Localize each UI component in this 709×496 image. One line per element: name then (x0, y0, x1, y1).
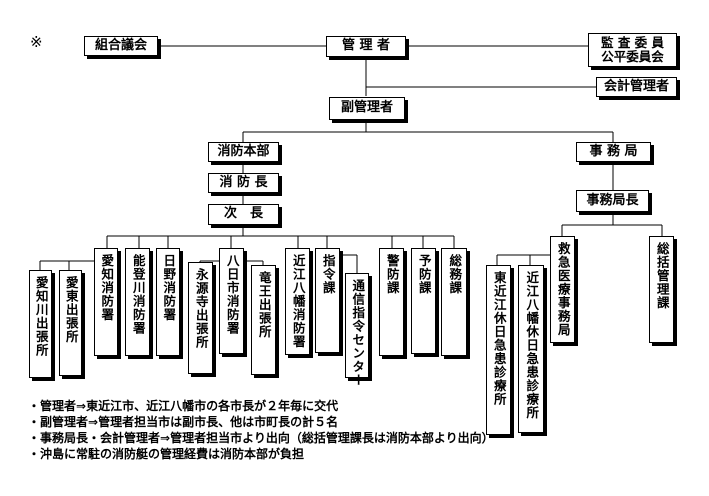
unit-general-affairs-section: 総務課 (441, 248, 467, 356)
unit-defense-section: 警防課 (379, 248, 404, 356)
unit-aichigawa-branch: 愛知川出張所 (29, 270, 52, 378)
notes-list: 管理者⇒東近江市、近江八幡市の各市長が２年毎に交代 副管理者⇒管理者担当市は副市… (28, 398, 494, 462)
unit-aichi-station: 愛知消防署 (94, 248, 118, 356)
unit-omihachiman-clinic: 近江八幡休日急患診療所 (518, 265, 544, 433)
unit-omihachiman-station: 近江八幡消防署 (285, 248, 310, 355)
unit-hino-station: 日野消防署 (156, 248, 180, 356)
unit-ryuo-branch: 竜王出張所 (251, 265, 276, 375)
note-item: 沖島に常駐の消防艇の管理経費は消防本部が負担 (28, 446, 494, 462)
administrator-box: 管 理 者 (326, 36, 406, 57)
unit-general-management-section: 総括管理課 (649, 236, 674, 343)
note-item: 管理者⇒東近江市、近江八幡市の各市長が２年毎に交代 (28, 398, 494, 414)
unit-aito-branch: 愛東出張所 (59, 270, 82, 376)
fire-hq-box: 消防本部 (208, 142, 279, 162)
note-item: 事務局長・会計管理者⇒管理者担当市より出向（総括管理課長は消防本部より出向） (28, 430, 494, 446)
unit-notogawa-station: 能登川消防署 (125, 248, 150, 356)
unit-eigenji-branch: 永源寺出張所 (188, 262, 213, 374)
unit-prevention-section: 予防課 (411, 248, 436, 354)
unit-higashiomi-clinic: 東近江休日急患診療所 (486, 265, 511, 435)
unit-command-section: 指令課 (315, 248, 340, 353)
assembly-box: 組合議会 (84, 36, 158, 56)
unit-comm-center: 通信指令センター (345, 273, 369, 387)
unit-yokaichi-station: 八日市消防署 (219, 248, 244, 354)
deputy-chief-box: 次 長 (208, 204, 279, 225)
reference-mark: ※ (30, 33, 43, 51)
audit-line-1: 監 査 委 員 (600, 34, 665, 50)
audit-line-2: 公平委員会 (601, 49, 664, 64)
note-item: 副管理者⇒管理者担当市は副市長、他は市町長の計５名 (28, 414, 494, 430)
accounting-manager-box: 会計管理者 (596, 77, 677, 97)
vice-administrator-box: 副管理者 (329, 97, 405, 120)
secretariat-chief-box: 事務局長 (576, 190, 649, 212)
secretariat-box: 事 務 局 (576, 142, 651, 162)
audit-box: 監 査 委 員 公平委員会 (588, 33, 677, 67)
unit-emergency-medical-office: 救急医療事務局 (550, 236, 575, 343)
fire-chief-box: 消 防 長 (208, 173, 279, 193)
